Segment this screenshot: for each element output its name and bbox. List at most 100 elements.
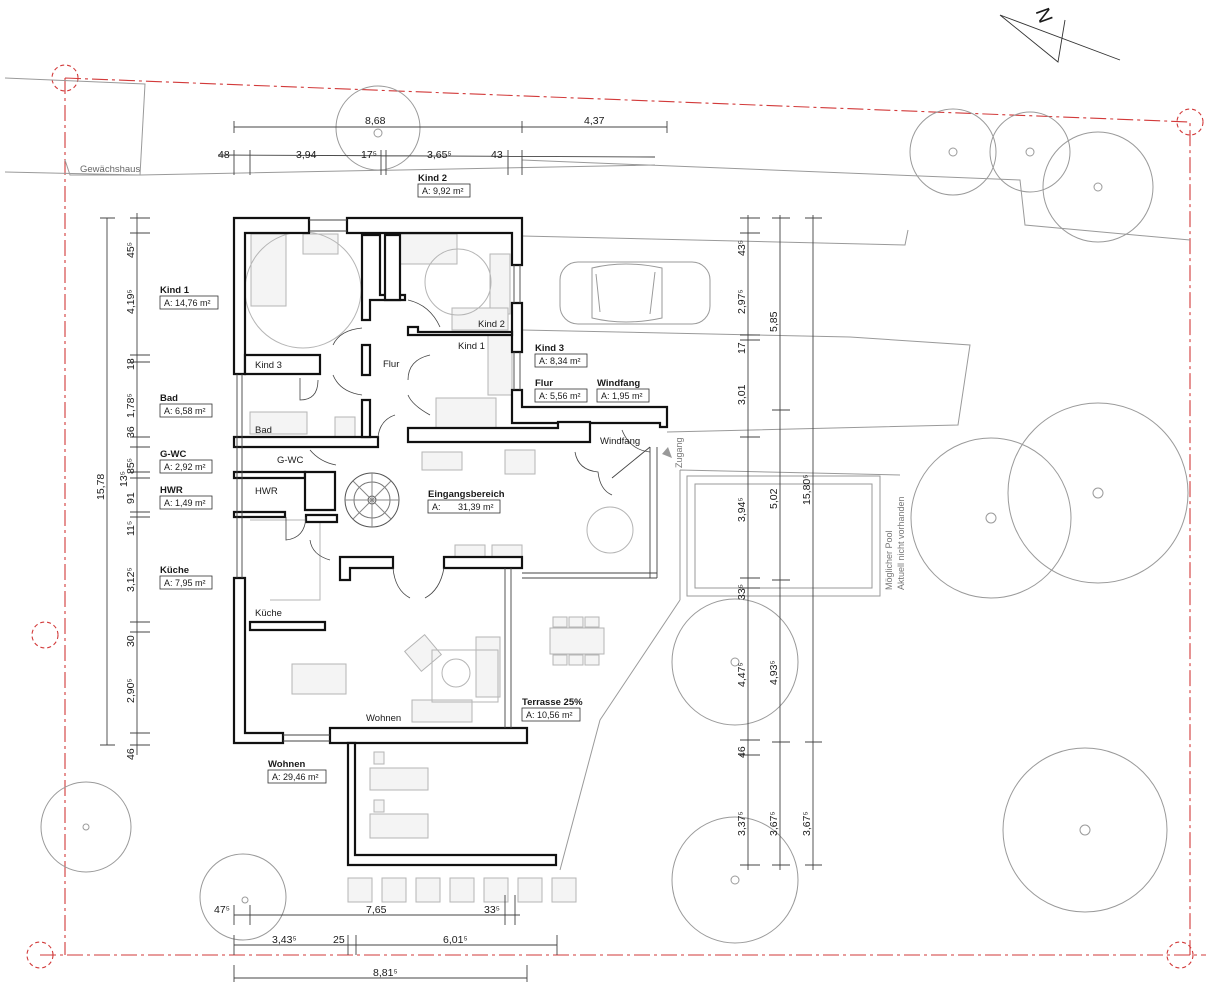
dimension-labels: 8,68 4,37 48 3,94 17⁵ 3,65⁵ 43 15,78 45⁵…	[95, 115, 813, 979]
svg-text:85⁵: 85⁵	[125, 458, 137, 474]
pool-label-2: Aktuell nicht vorhanden	[896, 496, 906, 590]
svg-text:46: 46	[125, 748, 137, 760]
svg-text:43⁵: 43⁵	[736, 240, 748, 256]
svg-text:3,12⁵: 3,12⁵	[125, 567, 137, 592]
dim-top: 8,68	[365, 115, 386, 127]
pool: Möglicher Pool Aktuell nicht vorhanden	[686, 475, 906, 597]
room-kind2: Kind 2	[478, 319, 505, 330]
area-label-flur: Flur A: 5,56 m²	[534, 378, 588, 403]
site-lines	[4, 77, 1191, 871]
property-boundary	[26, 64, 1206, 969]
dim-top: 48	[218, 149, 230, 161]
svg-text:A: 1,95 m²: A: 1,95 m²	[601, 391, 643, 401]
svg-text:A: 2,92 m²: A: 2,92 m²	[164, 462, 206, 472]
svg-text:Flur: Flur	[535, 378, 553, 389]
area-label-terrasse: Terrasse 25% A: 10,56 m²	[521, 697, 583, 722]
svg-text:A: 7,95 m²: A: 7,95 m²	[164, 578, 206, 588]
room-flur: Flur	[383, 359, 399, 370]
room-gwc: G-WC	[277, 455, 304, 466]
svg-text:G-WC: G-WC	[160, 449, 187, 460]
north-arrow-icon: N	[999, 5, 1121, 63]
svg-text:A: 29,46 m²: A: 29,46 m²	[272, 772, 319, 782]
svg-text:4,19⁵: 4,19⁵	[125, 289, 137, 314]
svg-text:A: 1,49 m²: A: 1,49 m²	[164, 498, 206, 508]
dimension-lines	[100, 121, 822, 982]
svg-text:5,85: 5,85	[768, 311, 780, 332]
dim-bottom: 47⁵	[214, 904, 230, 916]
svg-text:Wohnen: Wohnen	[268, 759, 305, 770]
svg-text:4,47⁵: 4,47⁵	[736, 662, 748, 687]
room-hwr: HWR	[255, 486, 278, 497]
greenhouse-label: Gewächshaus	[80, 164, 140, 175]
svg-text:4,93⁵: 4,93⁵	[768, 660, 780, 685]
svg-text:HWR: HWR	[160, 485, 183, 496]
area-label-kind3: Kind 3 A: 8,34 m²	[534, 343, 588, 368]
pool-label-1: Möglicher Pool	[884, 530, 894, 590]
svg-text:A: 5,56 m²: A: 5,56 m²	[539, 391, 581, 401]
svg-text:A: 14,76 m²: A: 14,76 m²	[164, 298, 211, 308]
svg-text:A: 10,56 m²: A: 10,56 m²	[526, 710, 573, 720]
area-label-kind2: Kind 2 A: 9,92 m²	[417, 173, 471, 198]
access-label: Zugang	[674, 437, 684, 468]
svg-text:3,94⁵: 3,94⁵	[736, 497, 748, 522]
dim-top: 3,65⁵	[427, 149, 452, 161]
room-kind1: Kind 1	[458, 341, 485, 352]
svg-text:17: 17	[736, 342, 748, 354]
svg-text:A: 9,92 m²: A: 9,92 m²	[422, 186, 464, 196]
room-wohnen: Wohnen	[366, 713, 401, 724]
svg-text:Windfang: Windfang	[597, 378, 640, 389]
dim-bottom: 33⁵	[484, 904, 500, 916]
svg-text:36: 36	[125, 426, 137, 438]
doors	[285, 299, 651, 599]
dim-bottom: 7,65	[366, 904, 387, 916]
walls	[232, 216, 669, 867]
dim-right-chain-3: 15,80⁵ 3,67⁵	[801, 474, 813, 836]
room-kueche: Küche	[255, 608, 282, 619]
svg-text:Kind 1: Kind 1	[160, 285, 190, 296]
svg-text:Eingangsbereich: Eingangsbereich	[428, 489, 505, 500]
dim-top: 4,37	[584, 115, 605, 127]
room-names: Kind 3 Kind 2 Kind 1 Flur Bad G-WC HWR K…	[255, 319, 640, 724]
svg-text:Terrasse 25%: Terrasse 25%	[522, 697, 583, 708]
room-bad: Bad	[255, 425, 272, 436]
area-label-kind1: Kind 1 A: 14,76 m²	[159, 285, 219, 310]
svg-text:33⁵: 33⁵	[736, 584, 748, 600]
dim-bottom: 8,81⁵	[373, 967, 398, 979]
dim-right-chain-1: 43⁵ 2,97⁵ 17 3,01 3,94⁵ 33⁵ 4,47⁵ 46 3,3…	[736, 240, 748, 836]
svg-text:5,02: 5,02	[768, 488, 780, 509]
trees	[40, 85, 1189, 944]
dim-right-chain-2: 5,85 5,02 4,93⁵ 3,67⁵	[768, 311, 780, 836]
svg-text:3,67⁵: 3,67⁵	[768, 811, 780, 836]
dim-top: 17⁵	[361, 149, 377, 161]
svg-text:A: 6,58 m²: A: 6,58 m²	[164, 406, 206, 416]
dim-left-total: 15,78	[95, 474, 107, 500]
dim-bottom: 3,43⁵	[272, 934, 297, 946]
room-windfang: Windfang	[600, 436, 640, 447]
area-label-windfang: Windfang A: 1,95 m²	[596, 378, 650, 403]
svg-text:A: 31,39 m²: A: 31,39 m²	[432, 502, 494, 512]
svg-text:45⁵: 45⁵	[125, 242, 137, 258]
area-label-hwr: HWR A: 1,49 m²	[159, 485, 213, 510]
svg-text:Kind 3: Kind 3	[535, 343, 564, 354]
svg-text:3,67⁵: 3,67⁵	[801, 811, 813, 836]
glazing	[236, 219, 658, 742]
dim-top: 3,94	[296, 149, 317, 161]
svg-text:15,80⁵: 15,80⁵	[801, 474, 813, 505]
dim-bottom: 25	[333, 934, 345, 946]
svg-text:91: 91	[125, 492, 137, 504]
north-label: N	[1031, 5, 1057, 26]
svg-text:A: 8,34 m²: A: 8,34 m²	[539, 356, 581, 366]
dim-left-chain: 45⁵ 4,19⁵ 18 1,78⁵ 36 85⁵ 13⁵ 91 11⁵ 3,1…	[118, 242, 137, 760]
spiral-stair	[344, 472, 400, 528]
terrace-furniture	[347, 616, 605, 903]
svg-text:3,37⁵: 3,37⁵	[736, 811, 748, 836]
area-label-gwc: G-WC A: 2,92 m²	[159, 449, 213, 474]
car-icon	[559, 261, 711, 325]
dim-top: 43	[491, 149, 503, 161]
svg-text:Kind 2: Kind 2	[418, 173, 447, 184]
svg-text:46: 46	[736, 746, 748, 758]
